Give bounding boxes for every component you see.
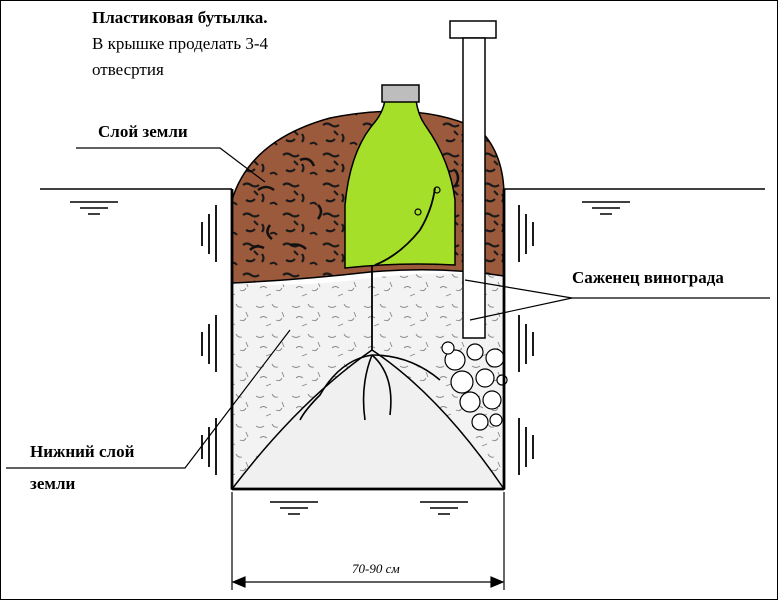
root-cone [230, 349, 506, 490]
plastic-bottle [344, 84, 456, 269]
dimension-line [231, 492, 505, 590]
stones [441, 341, 508, 431]
irrigation-pipe [449, 20, 497, 339]
seedling-label: Саженец винограда [572, 268, 724, 287]
width-dimension-label: 70-90 см [352, 561, 400, 576]
lower-layer-label-line2: земли [30, 474, 76, 493]
bottle-note-line2: отвесртия [92, 60, 164, 79]
ground-hatch-marks [70, 201, 630, 515]
bottle-title-label: Пластиковая бутылка. [92, 8, 268, 27]
pit-walls [230, 189, 506, 491]
seedling-stem [371, 187, 436, 355]
leader-lines [6, 147, 770, 469]
roots [299, 354, 441, 421]
bottle-note-line1: В крышке проделать 3-4 [92, 34, 268, 53]
soil-layer-label: Слой земли [98, 122, 188, 141]
lower-layer-label-line1: Нижний слой [30, 442, 135, 461]
bottle-cap [381, 84, 420, 103]
